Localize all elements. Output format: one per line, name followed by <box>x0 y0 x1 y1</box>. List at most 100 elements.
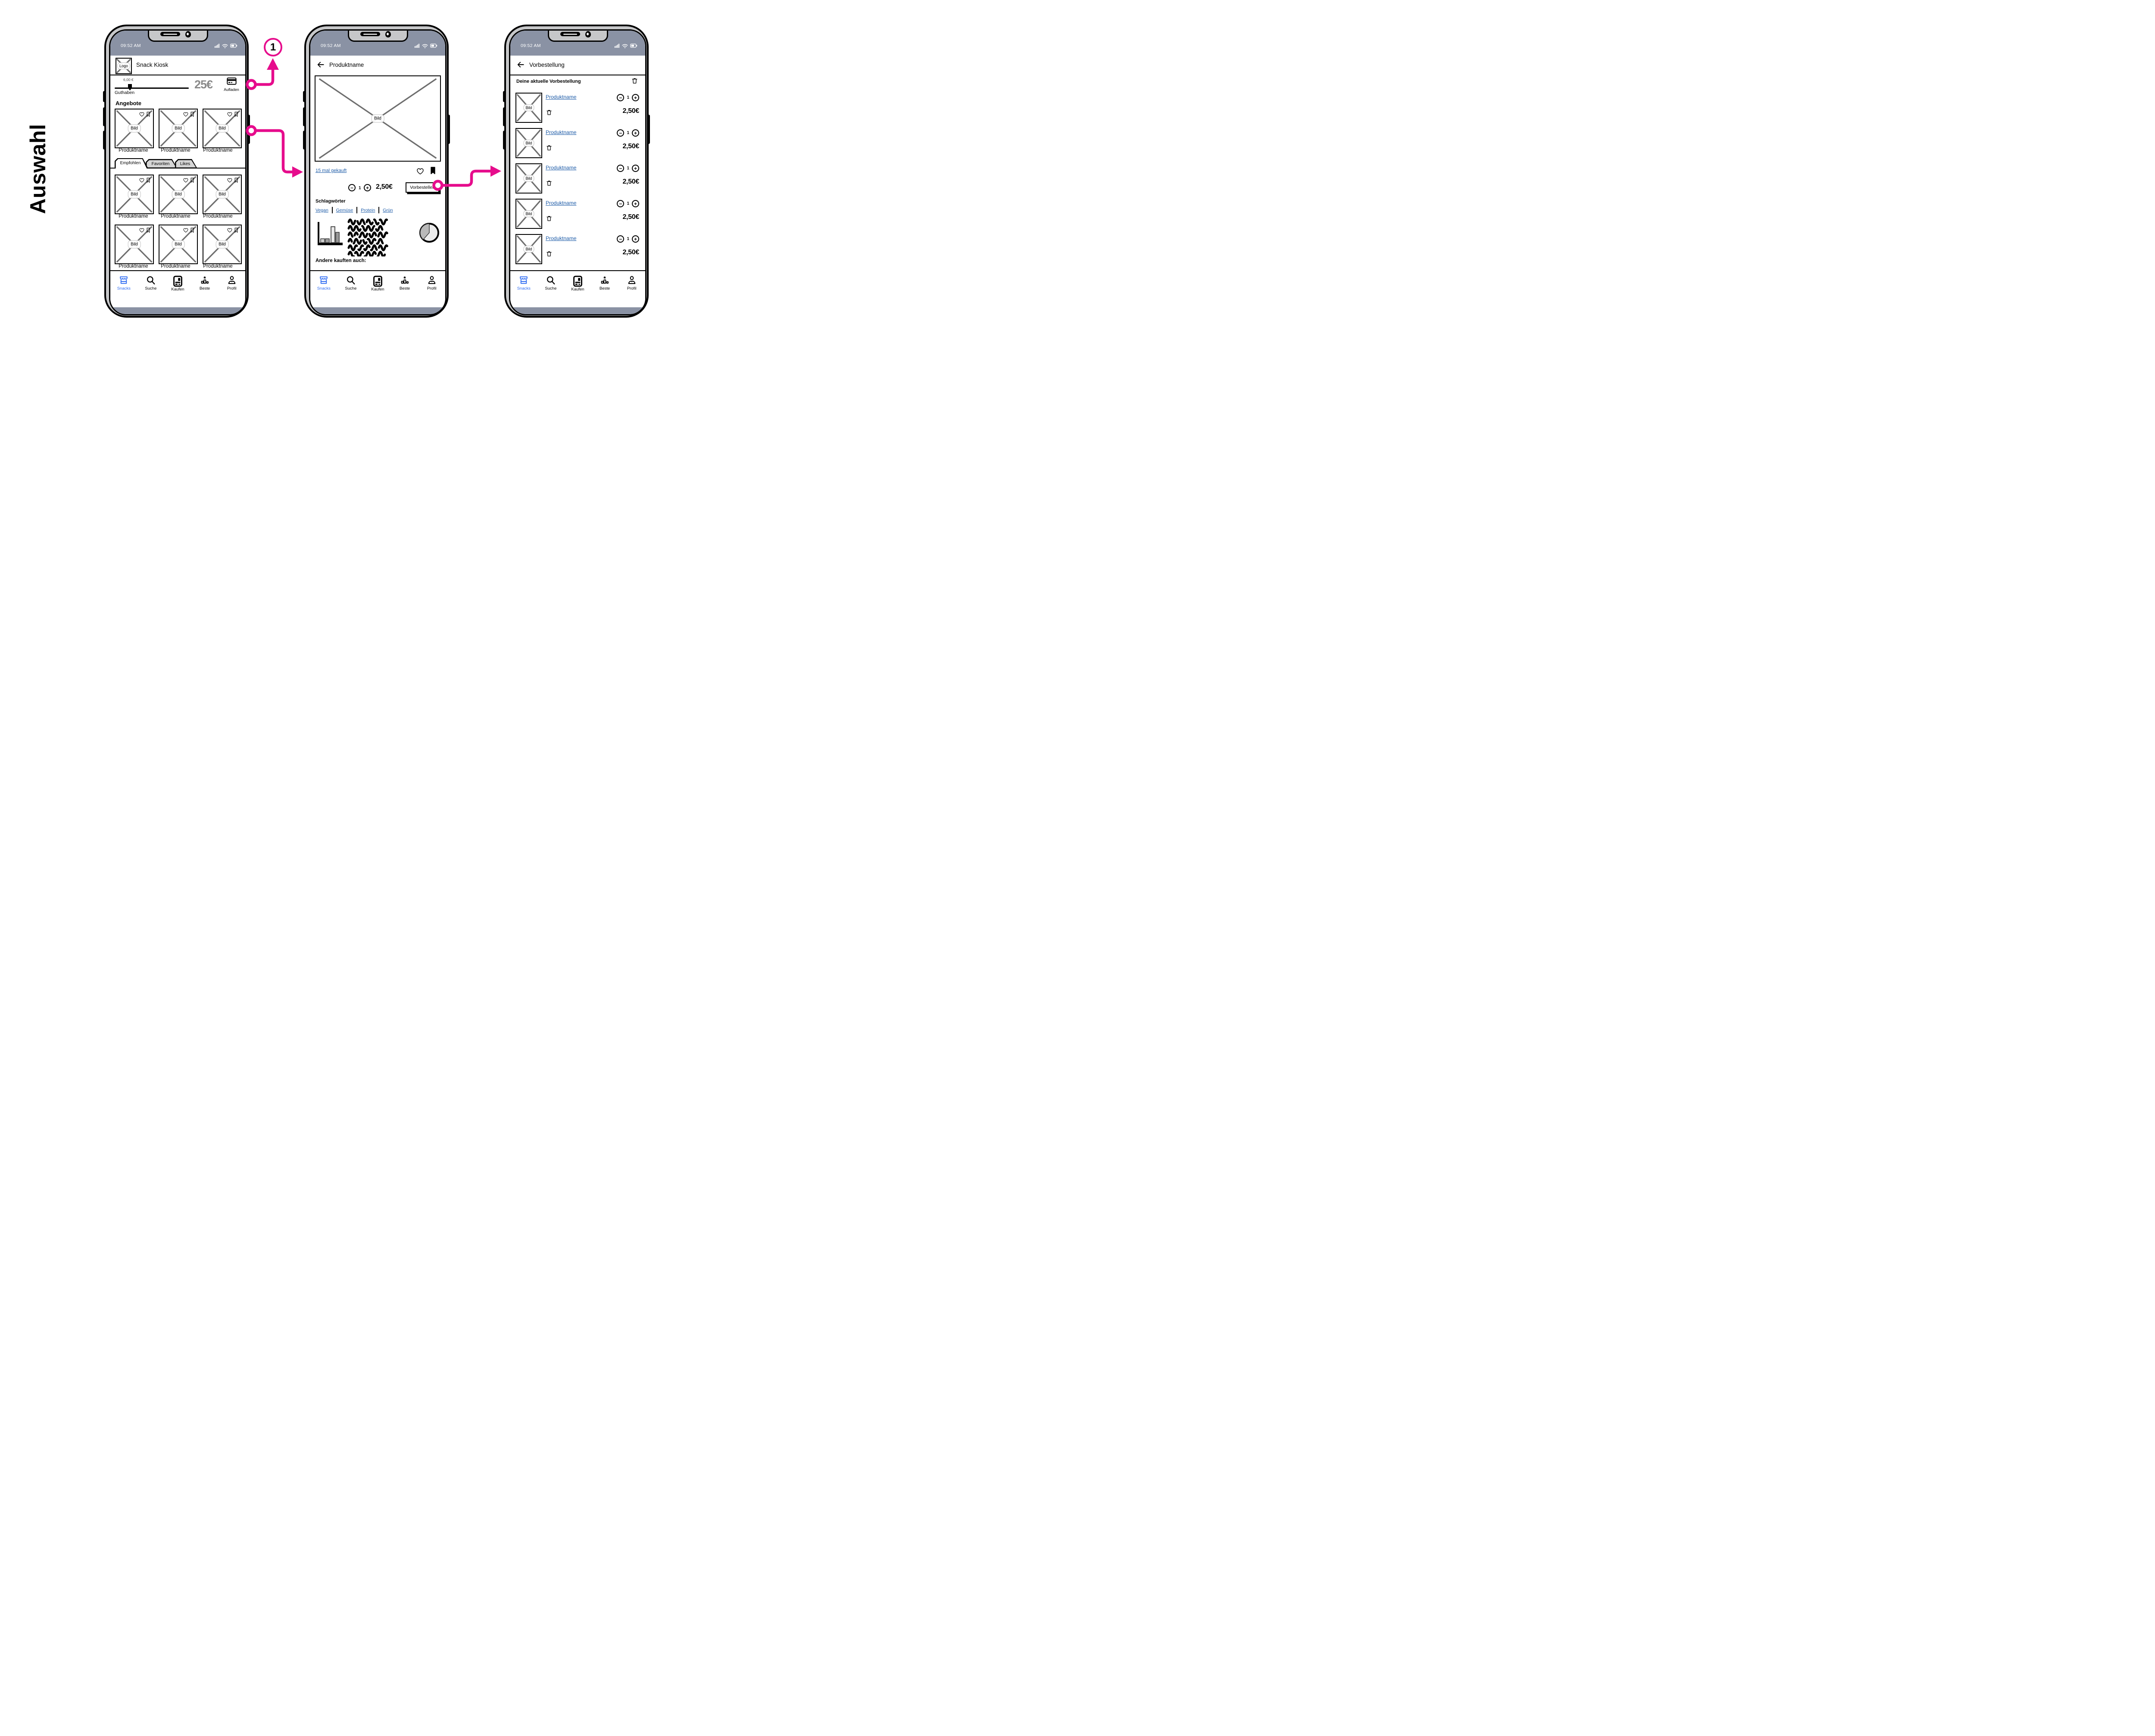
clear-all-trash-icon[interactable] <box>631 77 638 84</box>
tab-favoriten[interactable]: Favoriten <box>146 159 178 169</box>
quantity-plus-button[interactable]: + <box>632 200 639 207</box>
bookmark-icon[interactable] <box>145 227 151 233</box>
quantity-plus-button[interactable]: + <box>632 235 639 243</box>
product-card[interactable]: Bild <box>203 175 242 214</box>
cart-item-name[interactable]: Produktname <box>546 235 577 241</box>
quantity-minus-button[interactable]: − <box>617 129 625 137</box>
preorder-button[interactable]: Vorbestellen <box>406 182 439 193</box>
bookmark-icon[interactable] <box>428 166 437 175</box>
bookmark-icon[interactable] <box>145 177 151 183</box>
tab-likes[interactable]: Likes <box>175 159 197 169</box>
quantity-value: 1 <box>359 186 361 190</box>
heart-icon[interactable] <box>139 111 145 117</box>
wireframe-canvas: Auswahl 09:52 AM <box>0 0 676 343</box>
purchases-link[interactable]: 15 mal gekauft <box>315 168 347 173</box>
balance-slider[interactable] <box>115 87 189 89</box>
bookmark-icon[interactable] <box>233 111 239 117</box>
bookmark-icon[interactable] <box>145 111 151 117</box>
cart-item-name[interactable]: Produktname <box>546 94 577 100</box>
cart-item-name[interactable]: Produktname <box>546 165 577 171</box>
nav-suche[interactable]: Suche <box>537 271 565 306</box>
heart-icon[interactable] <box>183 177 189 183</box>
quantity-plus-button[interactable]: + <box>632 165 639 172</box>
person-icon <box>428 276 435 284</box>
quantity-plus-button[interactable]: + <box>632 94 639 101</box>
quantity-plus-button[interactable]: + <box>364 184 371 191</box>
tab-empfohlen[interactable]: Empfohlen <box>115 158 148 169</box>
tag-gruen[interactable]: Grün <box>383 207 393 213</box>
nav-suche[interactable]: Suche <box>137 271 165 306</box>
cart-item-price: 2,50€ <box>622 143 639 150</box>
heart-icon[interactable] <box>139 177 145 183</box>
nav-kaufen[interactable]: Kaufen <box>364 271 391 306</box>
bottom-nav: Snacks Suche Kaufen Beste Profil <box>110 270 245 306</box>
quantity-minus-button[interactable]: − <box>348 184 356 191</box>
bookmark-icon[interactable] <box>189 111 195 117</box>
quantity-minus-button[interactable]: − <box>617 165 625 172</box>
product-card[interactable]: Bild <box>203 109 242 148</box>
remove-item-trash-icon[interactable] <box>546 109 553 116</box>
nav-kaufen[interactable]: Kaufen <box>564 271 591 306</box>
star-podium-icon <box>201 275 209 284</box>
nav-beste[interactable]: Beste <box>191 271 219 306</box>
remove-item-trash-icon[interactable] <box>546 250 553 257</box>
nav-beste[interactable]: Beste <box>391 271 419 306</box>
quantity-value: 1 <box>627 131 629 135</box>
status-bar: 09:52 AM <box>310 31 445 56</box>
wifi-icon <box>622 44 628 48</box>
heart-icon[interactable] <box>183 227 189 233</box>
remove-item-trash-icon[interactable] <box>546 180 553 187</box>
bookmark-icon[interactable] <box>189 177 195 183</box>
product-card[interactable]: Bild <box>115 175 154 214</box>
credit-card-icon <box>226 77 237 85</box>
nav-beste[interactable]: Beste <box>591 271 618 306</box>
heart-icon[interactable] <box>227 227 233 233</box>
quantity-plus-button[interactable]: + <box>632 129 639 137</box>
tag-protein[interactable]: Protein <box>361 207 375 213</box>
heart-icon[interactable] <box>416 167 425 175</box>
bookmark-icon[interactable] <box>189 227 195 233</box>
nav-snacks[interactable]: Snacks <box>310 271 337 306</box>
heart-icon[interactable] <box>183 111 189 117</box>
product-card[interactable]: Bild <box>203 225 242 264</box>
back-arrow-icon[interactable] <box>316 60 325 69</box>
bookmark-icon[interactable] <box>233 227 239 233</box>
nav-profil[interactable]: Profil <box>618 271 645 306</box>
remove-item-trash-icon[interactable] <box>546 144 553 151</box>
quantity-minus-button[interactable]: − <box>617 200 625 207</box>
cart-item-name[interactable]: Produktname <box>546 129 577 135</box>
heart-icon[interactable] <box>139 227 145 233</box>
product-card[interactable]: Bild <box>115 225 154 264</box>
nav-profil[interactable]: Profil <box>418 271 445 306</box>
product-card[interactable]: Bild <box>115 109 154 148</box>
quantity-minus-button[interactable]: − <box>617 94 625 101</box>
balance-slider-thumb[interactable] <box>128 84 132 91</box>
pie-chart-icon <box>419 223 439 243</box>
topup-button[interactable]: Aufladen <box>222 77 241 92</box>
cart-item-name[interactable]: Produktname <box>546 200 577 206</box>
remove-item-trash-icon[interactable] <box>546 215 553 222</box>
card-machine-icon <box>373 275 382 287</box>
nav-kaufen[interactable]: Kaufen <box>164 271 191 306</box>
nav-profil[interactable]: Profil <box>218 271 245 306</box>
cart-item-image: Bild <box>515 199 542 229</box>
volume-down-button <box>103 131 106 150</box>
tag-gemuese[interactable]: Gemüse <box>336 207 353 213</box>
wifi-icon <box>422 44 428 48</box>
nav-suche[interactable]: Suche <box>337 271 365 306</box>
nav-snacks[interactable]: Snacks <box>110 271 137 306</box>
image-label: Bild <box>172 240 185 249</box>
heart-icon[interactable] <box>227 177 233 183</box>
heart-icon[interactable] <box>227 111 233 117</box>
image-label: Bild <box>216 240 229 249</box>
camera-icon <box>585 31 591 37</box>
quantity-minus-button[interactable]: − <box>617 235 625 243</box>
bookmark-icon[interactable] <box>233 177 239 183</box>
product-card[interactable]: Bild <box>159 225 198 264</box>
back-arrow-icon[interactable] <box>516 60 525 69</box>
nav-snacks[interactable]: Snacks <box>510 271 537 306</box>
power-button <box>247 115 250 144</box>
tag-vegan[interactable]: Vegan <box>315 207 328 213</box>
product-card[interactable]: Bild <box>159 109 198 148</box>
product-card[interactable]: Bild <box>159 175 198 214</box>
